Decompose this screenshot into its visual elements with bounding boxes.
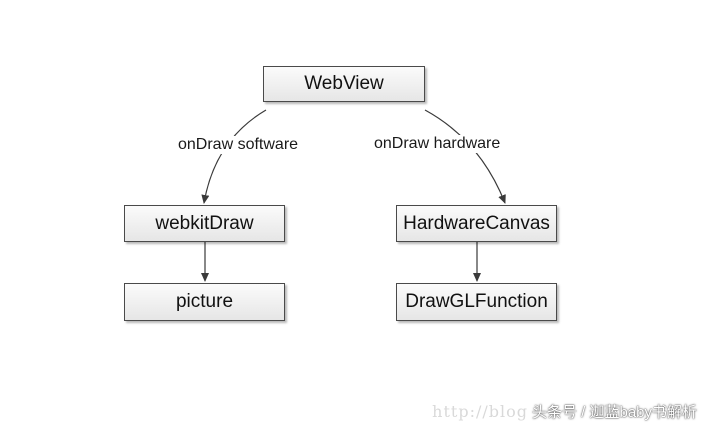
node-drawglfunction: DrawGLFunction — [396, 283, 557, 321]
node-picture: picture — [124, 283, 285, 321]
node-webview: WebView — [263, 66, 425, 102]
node-picture-label: picture — [175, 291, 234, 312]
edge-webview-to-hardwarecanvas — [424, 109, 506, 204]
watermark: http://blog 头条号 / 迦蓝baby书解析 — [432, 401, 697, 422]
node-drawglfunction-label: DrawGLFunction — [405, 291, 548, 312]
node-webkitdraw: webkitDraw — [124, 205, 285, 242]
node-hardwarecanvas: HardwareCanvas — [396, 205, 557, 242]
node-hardwarecanvas-label: HardwareCanvas — [403, 212, 550, 234]
edge-label-hardware: onDraw hardware — [372, 135, 503, 153]
node-webview-label: WebView — [304, 73, 384, 94]
node-webkitdraw-label: webkitDraw — [155, 212, 254, 234]
edge-webview-to-webkitdraw — [201, 109, 267, 204]
edge-label-software: onDraw software — [176, 136, 301, 154]
watermark-url: http://blog — [432, 402, 528, 421]
watermark-handle: 头条号 / 迦蓝baby书解析 — [531, 404, 697, 421]
